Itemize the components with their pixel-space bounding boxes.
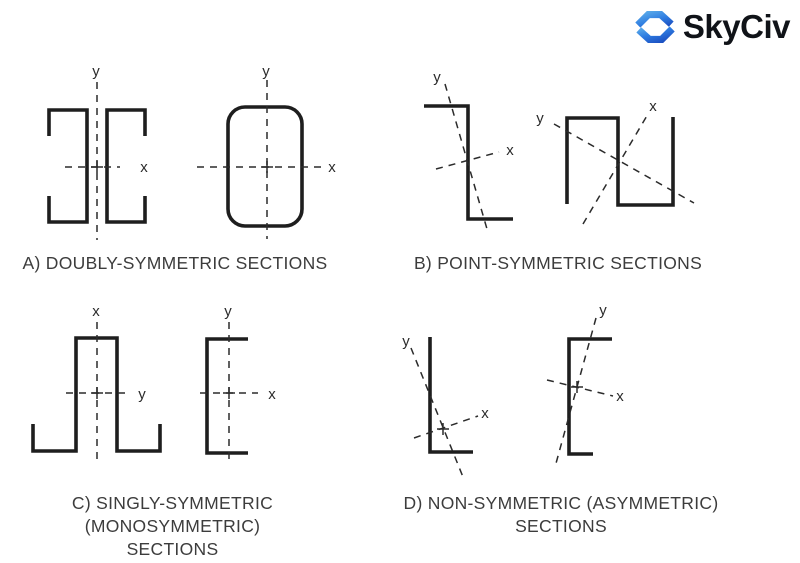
unequal-channel-outline [567,337,612,456]
skyciv-logo: SkyCiv [634,8,791,46]
figure-c-channel-section: y x [200,303,276,462]
skyciv-logo-text: SkyCiv [682,8,791,45]
axis-label: x [649,98,657,115]
centroid-plus-marker [261,161,273,173]
figure-b-rotated-zed-section: x y [536,98,695,225]
angle-outline [428,337,473,454]
x-axis-line [582,113,649,225]
caption-line: A) DOUBLY-SYMMETRIC SECTIONS [22,253,328,273]
axis-label: y [402,333,410,350]
channel-outline [205,337,248,455]
x-axis-line [546,379,614,397]
caption-doubly-symmetric: A) DOUBLY-SYMMETRIC SECTIONS [0,252,350,275]
axis-label: y [224,303,232,320]
centroid-plus-marker [437,423,449,435]
caption-line: SECTIONS [126,539,219,559]
centroid-plus-marker [571,381,583,393]
centroid-plus-marker [91,387,103,399]
centroid-plus-marker [91,161,103,173]
caption-point-symmetric: B) POINT-SYMMETRIC SECTIONS [383,252,733,275]
axis-label: x [481,405,489,422]
figure-a-rounded-tube: y x [197,63,336,239]
axis-label: x [268,386,276,403]
caption-non-symmetric: D) NON-SYMMETRIC (ASYMMETRIC) SECTIONS [386,492,736,538]
skyciv-mark-bottom-band [636,26,675,43]
axis-label: y [92,63,100,80]
figure-d-angle-section: y x [402,333,489,478]
axis-label: y [433,69,441,86]
axis-label: y [536,110,544,127]
axis-label: x [328,159,336,176]
caption-line: C) SINGLY-SYMMETRIC (MONOSYMMETRIC) [71,493,274,536]
axis-label: y [262,63,270,80]
skyciv-mark-icon [635,11,675,43]
axis-label: y [599,302,607,319]
figure-c-hat-section: x y [31,303,162,462]
figure-a-back-to-back-channels: y x [47,63,148,240]
left-lipped-channel-outline [47,108,89,224]
axis-label: x [92,303,100,320]
y-axis-line [410,347,464,478]
figure-d-unequal-channel-section: y x [546,302,624,468]
caption-line: B) POINT-SYMMETRIC SECTIONS [413,253,703,273]
rotated-zed-outline [565,116,675,207]
x-axis-line [413,415,479,439]
skyciv-mark-top-band [635,11,674,28]
centroid-plus-marker [223,387,235,399]
axis-label: x [140,159,148,176]
axis-label: x [506,142,514,159]
axis-label: x [616,388,624,405]
caption-line: SECTIONS [515,516,607,536]
figure-b-zed-section: y x [424,69,514,230]
caption-line: D) NON-SYMMETRIC (ASYMMETRIC) [403,493,719,513]
x-axis-line [435,151,500,170]
axis-label: y [138,386,146,403]
y-axis-line [553,123,695,204]
caption-singly-symmetric: C) SINGLY-SYMMETRIC (MONOSYMMETRIC) SECT… [0,492,345,561]
right-lipped-channel-outline [105,108,147,224]
